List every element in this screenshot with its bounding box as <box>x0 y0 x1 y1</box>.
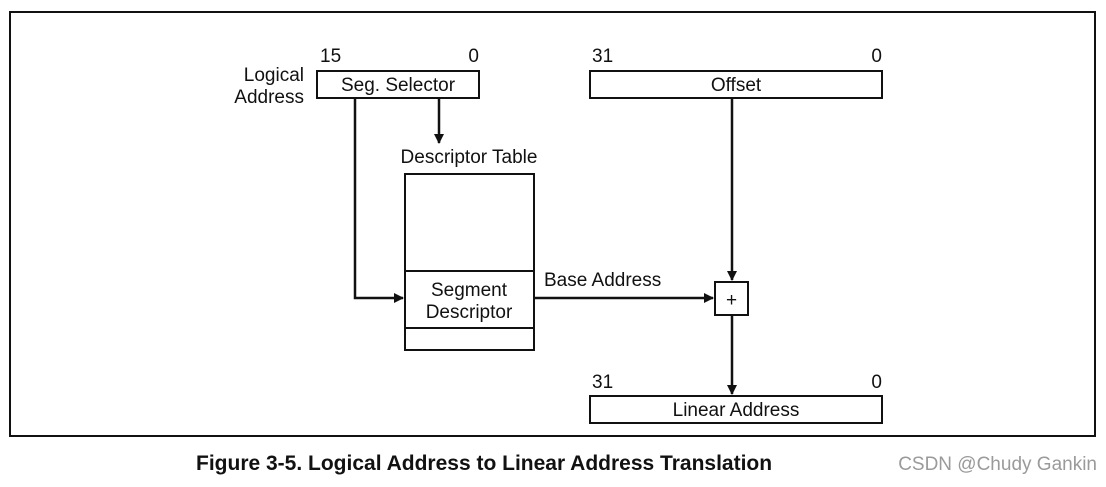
segment-descriptor-label-line1: Segment <box>431 280 508 301</box>
segment-selector-label: Seg. Selector <box>341 75 456 96</box>
segment-selector-box <box>316 70 480 99</box>
offset-low-bit: 0 <box>871 46 882 67</box>
linear-address-high-bit: 31 <box>592 372 613 393</box>
linear-address-box <box>589 395 883 424</box>
figure-caption: Figure 3-5. Logical Address to Linear Ad… <box>196 452 772 475</box>
segment-descriptor-label-line2: Descriptor <box>426 302 513 323</box>
descriptor-table <box>404 173 535 351</box>
offset-high-bit: 31 <box>592 46 613 67</box>
offset-box <box>589 70 883 99</box>
selector-low-bit: 0 <box>468 46 479 67</box>
adder-plus-symbol: + <box>726 290 737 311</box>
logical-address-label-line2: Address <box>234 87 304 108</box>
linear-address-label: Linear Address <box>673 400 800 421</box>
logical-address-label-line1: Logical <box>244 65 304 86</box>
selector-index-arrow <box>353 98 404 303</box>
adder-box <box>714 281 749 316</box>
linear-address-low-bit: 0 <box>871 372 882 393</box>
figure-frame <box>9 11 1096 437</box>
descriptor-table-title: Descriptor Table <box>401 147 538 168</box>
watermark: CSDN @Chudy Gankin <box>898 454 1097 475</box>
offset-label: Offset <box>711 75 762 96</box>
base-address-label: Base Address <box>544 270 661 291</box>
selector-high-bit: 15 <box>320 46 341 67</box>
